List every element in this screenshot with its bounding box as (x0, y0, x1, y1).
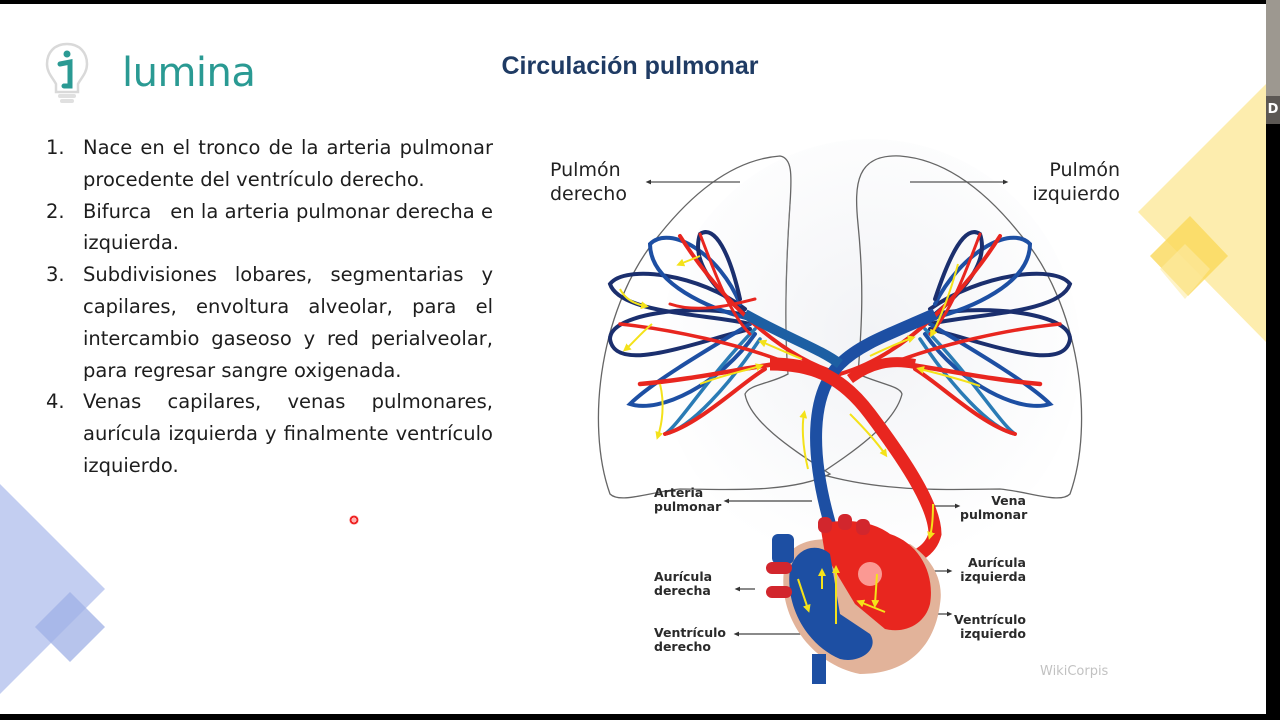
diagram-graphic (597, 139, 1083, 684)
watermark: WikiCorpis (1040, 664, 1109, 679)
list-item: 3. Subdivisiones lobares, segmentarias y … (44, 259, 493, 386)
presentation-slide: lumina Circulación pulmonar 1. Nace en el… (0, 4, 1266, 714)
slide-title: Circulación pulmonar (501, 52, 759, 80)
list-number: 3. (46, 263, 65, 287)
pulmonary-circulation-diagram: Pulmón derecho Pulmón izquierdo Arteria … (540, 124, 1140, 684)
logo-text: lumina (122, 50, 256, 96)
label-right-atrium: Aurícula derecha (654, 569, 713, 598)
decor-right-triangle (1138, 84, 1266, 342)
decor-left-shapes (0, 484, 105, 694)
decor-right-shapes (1138, 84, 1266, 342)
flow-arrows (619, 255, 981, 540)
list-item: 2.Bifurca en la arteria pulmonar derecha… (44, 196, 493, 260)
list-item: 4. Venas capilares, venas pulmonares, aur… (44, 386, 493, 481)
list-text: Venas capilares, venas pulmonares, auríc… (83, 390, 493, 477)
decor-left-diamond (35, 592, 105, 662)
label-pulmonary-artery: Arteria pulmonar (654, 485, 722, 514)
side-strip-label[interactable]: D (1266, 96, 1280, 124)
points-list: 1. Nace en el tronco de la arteria pulmon… (44, 132, 493, 482)
decor-left-triangle (0, 484, 105, 694)
side-strip-top (1266, 0, 1280, 96)
pulmonary-vein-trunk (769, 357, 942, 571)
lightbulb-i-icon (45, 42, 89, 103)
list-item: 1. Nace en el tronco de la arteria pulmon… (44, 132, 493, 196)
label-right-lung: Pulmón derecho (550, 159, 627, 205)
label-left-atrium: Aurícula izquierda (960, 555, 1026, 584)
list-text: Subdivisiones lobares, segmentarias y ca… (83, 263, 493, 382)
label-left-ventricle: Ventrículo izquierdo (954, 612, 1026, 641)
list-text: Nace en el tronco de la arteria pulmonar… (83, 136, 493, 191)
label-left-lung: Pulmón izquierdo (1032, 159, 1121, 205)
list-number: 1. (46, 136, 65, 159)
label-pulmonary-vein: Vena pulmonar (960, 493, 1028, 522)
list-number: 2. (46, 199, 65, 223)
ilumina-logo: lumina (44, 40, 256, 110)
label-right-ventricle: Ventrículo derecho (654, 625, 726, 654)
left-lung-vessels (838, 230, 1073, 436)
decor-right-diamond-2 (1160, 244, 1210, 299)
laser-pointer (349, 515, 359, 525)
list-text: Bifurca en la arteria pulmonar derecha e… (83, 199, 500, 255)
heart (766, 514, 941, 684)
list-number: 4. (46, 390, 65, 414)
window-side-strip: D (1266, 0, 1280, 720)
bottom-bar (0, 714, 1280, 720)
